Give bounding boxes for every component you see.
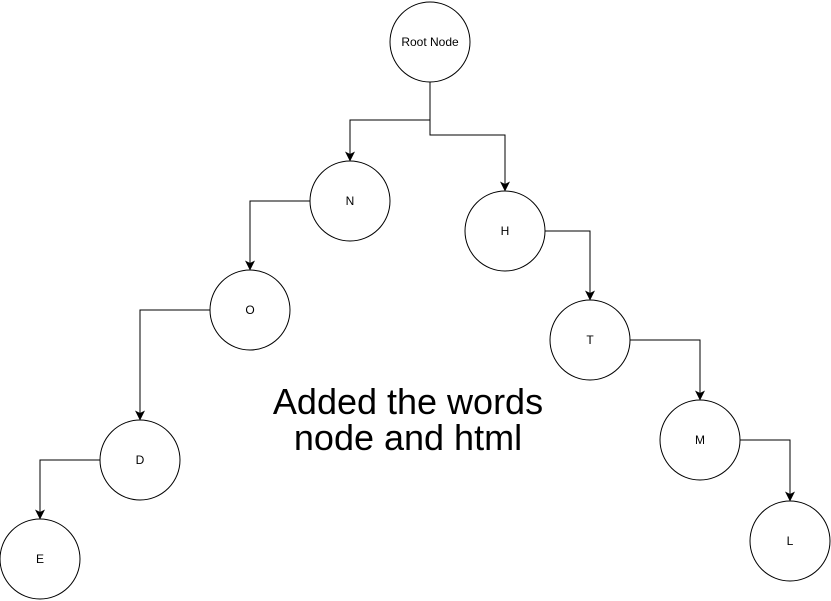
node-t-label: T bbox=[586, 333, 594, 347]
node-o-label: O bbox=[245, 303, 254, 317]
edge-n-to-o bbox=[245, 200, 310, 271]
node-d: D bbox=[99, 419, 181, 501]
node-n-label: N bbox=[346, 194, 355, 208]
node-d-label: D bbox=[136, 453, 145, 467]
node-l-label: L bbox=[787, 534, 794, 548]
node-h-label: H bbox=[501, 224, 510, 238]
node-o-circle bbox=[209, 269, 291, 351]
node-d-circle bbox=[99, 419, 181, 501]
annotation-line-1: Added the words bbox=[273, 381, 543, 422]
node-root-circle bbox=[389, 1, 471, 83]
node-m-circle bbox=[659, 399, 741, 481]
node-o: O bbox=[209, 269, 291, 351]
edge-t-to-m bbox=[630, 339, 705, 401]
edge-root-to-h bbox=[429, 82, 510, 192]
node-e-label: E bbox=[36, 552, 44, 566]
node-h: H bbox=[464, 190, 546, 272]
node-n-circle bbox=[309, 160, 391, 242]
edge-o-to-d bbox=[135, 309, 210, 421]
node-l-circle bbox=[749, 500, 831, 582]
node-m-label: M bbox=[695, 433, 705, 447]
node-t-circle bbox=[549, 299, 631, 381]
annotation-line-2: node and html bbox=[294, 417, 522, 458]
node-e-circle bbox=[0, 518, 81, 600]
node-root-label: Root Node bbox=[401, 35, 459, 49]
node-l: L bbox=[749, 500, 831, 582]
edge-d-to-e bbox=[35, 459, 100, 520]
edge-h-to-t bbox=[545, 230, 595, 301]
node-root: Root Node bbox=[389, 1, 471, 83]
edge-m-to-l bbox=[740, 439, 795, 502]
node-m: M bbox=[659, 399, 741, 481]
node-t: T bbox=[549, 299, 631, 381]
node-e: E bbox=[0, 518, 81, 600]
node-h-circle bbox=[464, 190, 546, 272]
node-n: N bbox=[309, 160, 391, 242]
